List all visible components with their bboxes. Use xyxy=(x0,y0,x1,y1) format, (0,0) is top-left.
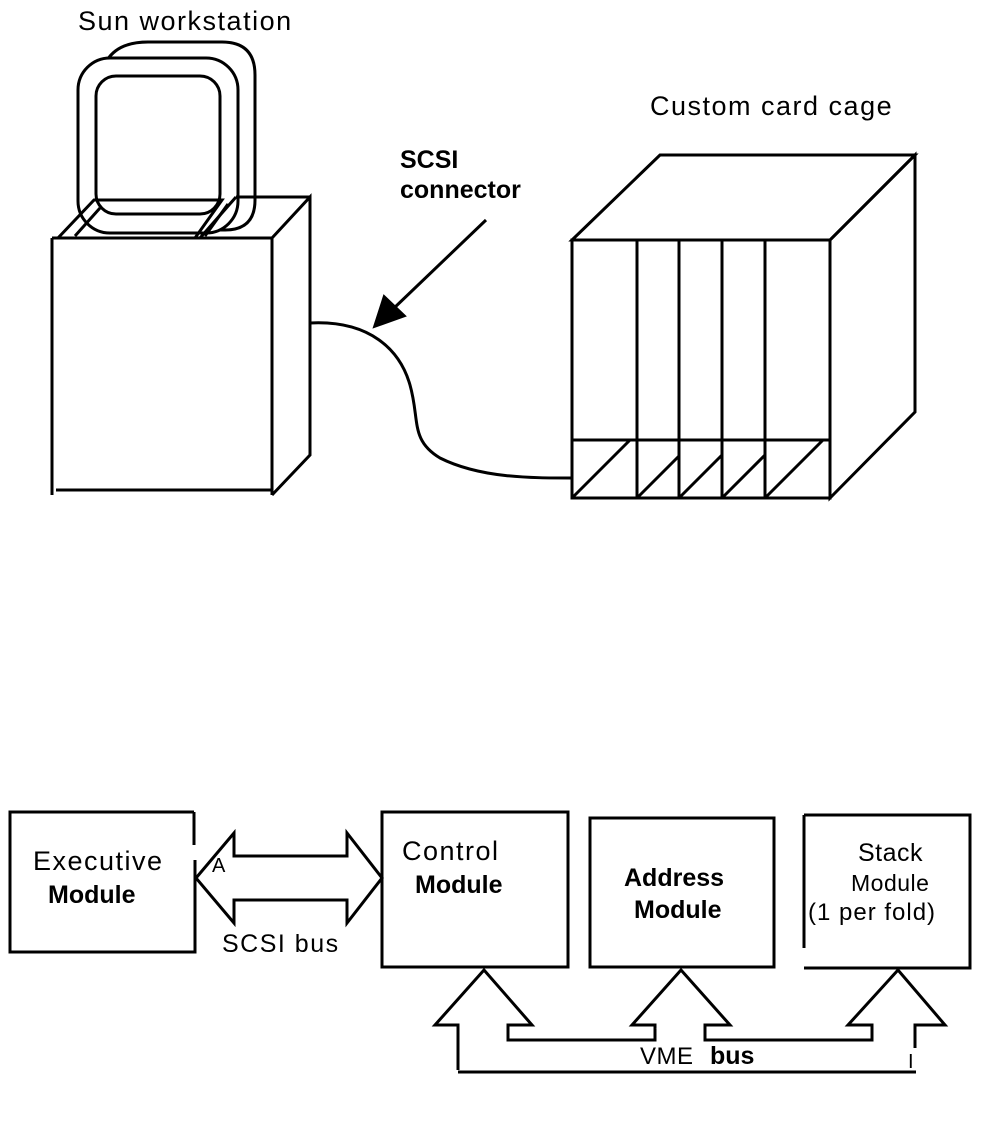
address-module-line2: Module xyxy=(634,896,722,924)
card-slots xyxy=(570,240,830,500)
scsi-bus-arrow xyxy=(194,828,384,928)
stack-module-line3: (1 per fold) xyxy=(808,899,936,926)
scsi-cable xyxy=(309,321,573,480)
vme-end-marker: I xyxy=(908,1051,914,1073)
connector-arrow-shaft xyxy=(390,218,488,312)
executive-module-box xyxy=(8,810,197,954)
stack-module-line1: Stack xyxy=(858,839,923,867)
vme-arrow-control xyxy=(431,967,657,1070)
connector-label-line1: SCSI xyxy=(400,146,458,174)
card-bevel xyxy=(635,454,681,500)
vme-bus-label-part2: bus xyxy=(710,1042,754,1070)
card-bevel xyxy=(720,453,767,500)
keyboard-edge xyxy=(73,207,102,237)
control-module-line2: Module xyxy=(415,871,503,899)
connector-arrow-head xyxy=(372,294,407,329)
workstation-box xyxy=(50,193,312,497)
scsi-bus: SCSI bus xyxy=(194,828,384,958)
stack-module: Stack Module (1 per fold) xyxy=(802,813,972,970)
card-cage-figure: Custom card cage xyxy=(568,91,919,502)
vme-arrow-address xyxy=(628,967,949,1048)
workstation-label: Sun workstation xyxy=(78,6,293,36)
workstation-figure: Sun workstation xyxy=(50,6,312,497)
card-cage-side xyxy=(828,151,917,502)
card-bevel xyxy=(763,438,825,500)
executive-module: Executive Module A xyxy=(8,810,226,954)
card-cage-label: Custom card cage xyxy=(650,91,893,121)
executive-marker: A xyxy=(212,855,226,877)
vme-bus-label-part1: VME xyxy=(640,1043,694,1070)
address-module: Address Module xyxy=(588,816,776,969)
card-cage-top xyxy=(568,153,919,242)
executive-module-line2: Module xyxy=(48,881,136,909)
scsi-bus-label: SCSI bus xyxy=(222,930,340,958)
monitor-bezel xyxy=(76,56,240,235)
card-cage-front xyxy=(570,238,832,500)
connector-label-line2: connector xyxy=(400,176,521,204)
stack-module-box xyxy=(804,813,972,970)
executive-module-line1: Executive xyxy=(33,846,164,876)
card-bevel xyxy=(570,438,632,500)
monitor-screen xyxy=(94,74,222,216)
workstation-top-back xyxy=(198,196,238,239)
scsi-connector-callout: SCSI connector xyxy=(372,146,521,329)
control-module-line1: Control xyxy=(402,836,500,866)
control-module: Control Module xyxy=(380,810,570,969)
address-module-line1: Address xyxy=(624,864,724,892)
vme-bus: VME bus I xyxy=(431,967,949,1074)
stack-module-line2: Module xyxy=(851,870,929,896)
card-bevel xyxy=(677,453,724,500)
address-module-box xyxy=(588,816,776,969)
control-module-box xyxy=(380,810,570,969)
